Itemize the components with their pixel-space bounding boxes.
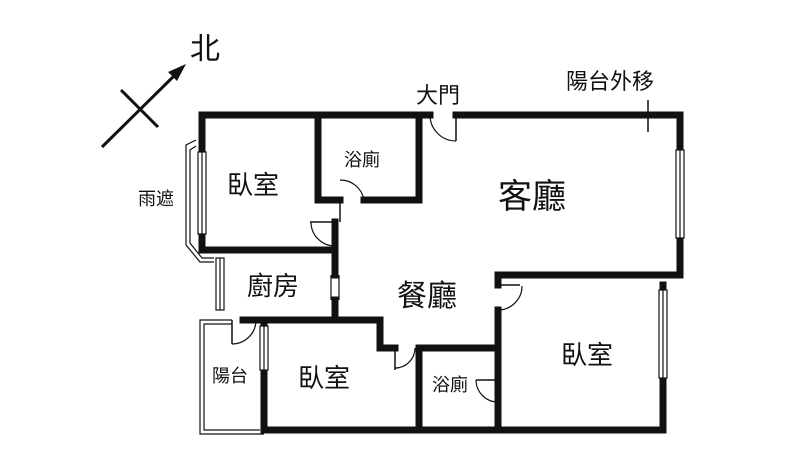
bedroom-2-door-icon	[394, 347, 416, 370]
canopy-label: 雨遮	[138, 189, 174, 210]
bedroom-3-label: 臥室	[561, 341, 613, 371]
balcony-outline	[199, 319, 264, 435]
bathroom-1-label: 浴廁	[344, 149, 380, 171]
balcony-label: 陽台	[212, 366, 248, 387]
bedroom-1-door-icon	[310, 221, 336, 247]
balcony-outline-inner	[203, 323, 260, 431]
bedroom-2-label: 臥室	[298, 364, 350, 394]
canopy-outline	[185, 139, 214, 263]
main-door-label: 大門	[416, 84, 460, 109]
room-labels: 大門 陽台外移 雨遮 臥室 浴廁 客廳 廚房 餐廳 陽台 臥室 浴廁 臥室	[138, 70, 654, 396]
compass-north-label: 北	[190, 32, 220, 67]
living-room-label: 客廳	[498, 177, 566, 217]
compass: 北	[100, 32, 220, 149]
main-door-icon	[429, 114, 457, 142]
balcony-moved-label: 陽台外移	[566, 70, 654, 95]
bedroom-3-door-icon	[497, 284, 523, 311]
bathroom-2-label: 浴廁	[432, 374, 468, 396]
kitchen-label: 廚房	[247, 272, 299, 302]
balcony-door-icon	[231, 319, 257, 345]
doors	[231, 114, 523, 403]
dining-room-label: 餐廳	[397, 279, 457, 314]
bedroom-1-label: 臥室	[227, 171, 279, 201]
windows	[197, 149, 685, 379]
canopy-outline-inner	[189, 145, 214, 259]
interior-walls	[198, 111, 502, 434]
kitchen-passage-icon	[330, 275, 340, 300]
bathroom-1-door-icon	[339, 179, 365, 222]
bathroom-2-door-icon	[475, 379, 499, 403]
